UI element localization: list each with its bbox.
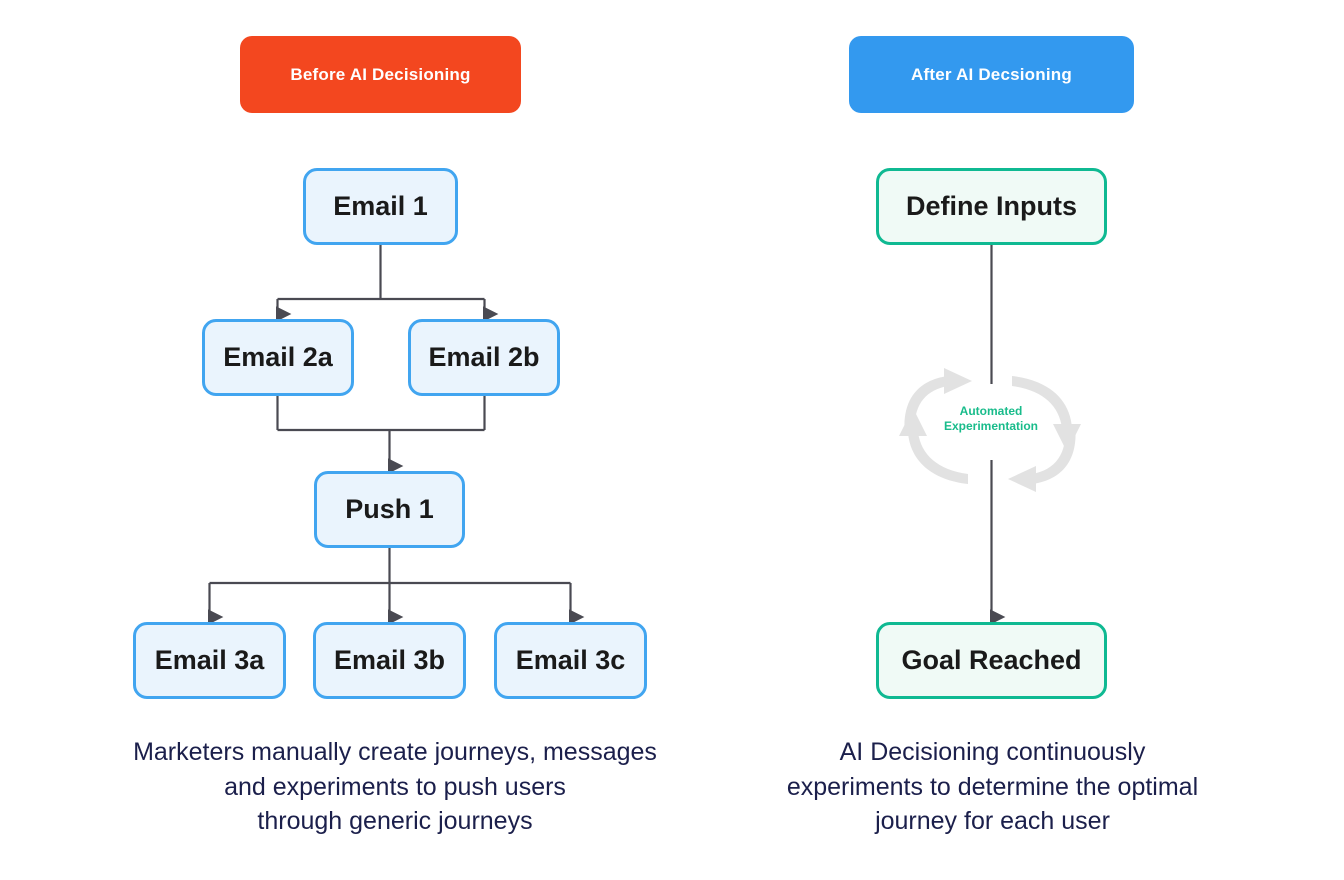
caption-after-line-2: experiments to determine the optimal	[786, 772, 1199, 801]
caption-before-line-1: Marketers manually create journeys, mess…	[133, 738, 657, 766]
node-email-2b[interactable]: Email 2b	[408, 319, 560, 396]
node-email-3c[interactable]: Email 3c	[494, 622, 647, 699]
node-email-2a[interactable]: Email 2a	[202, 319, 354, 396]
loop-arrowhead-bottom-right	[1008, 466, 1036, 492]
caption-after: AI Decisioning continuously experiments …	[740, 735, 1245, 839]
loop-label-line-2: Experimentation	[943, 419, 1039, 433]
caption-before-line-2: and experiments to push users	[224, 772, 566, 801]
loop-arc-bottom-left	[908, 432, 968, 484]
loop-label-automated-experimentation: Automated Experimentation	[920, 404, 1062, 434]
node-push-1[interactable]: Push 1	[314, 471, 465, 548]
loop-label-line-1: Automated	[959, 404, 1023, 418]
caption-after-line-3: journey for each user	[875, 807, 1110, 835]
caption-after-line-1: AI Decisioning continuously	[839, 738, 1146, 766]
badge-before-ai-decisioning: Before AI Decisioning	[240, 36, 521, 113]
loop-arrowhead-top-left	[944, 368, 972, 394]
node-goal-reached[interactable]: Goal Reached	[876, 622, 1107, 699]
node-define-inputs[interactable]: Define Inputs	[876, 168, 1107, 245]
badge-after-ai-decisioning: After AI Decsioning	[849, 36, 1134, 113]
node-email-3b[interactable]: Email 3b	[313, 622, 466, 699]
caption-before: Marketers manually create journeys, mess…	[60, 735, 730, 839]
caption-before-line-3: through generic journeys	[257, 807, 533, 835]
node-email-1[interactable]: Email 1	[303, 168, 458, 245]
node-email-3a[interactable]: Email 3a	[133, 622, 286, 699]
